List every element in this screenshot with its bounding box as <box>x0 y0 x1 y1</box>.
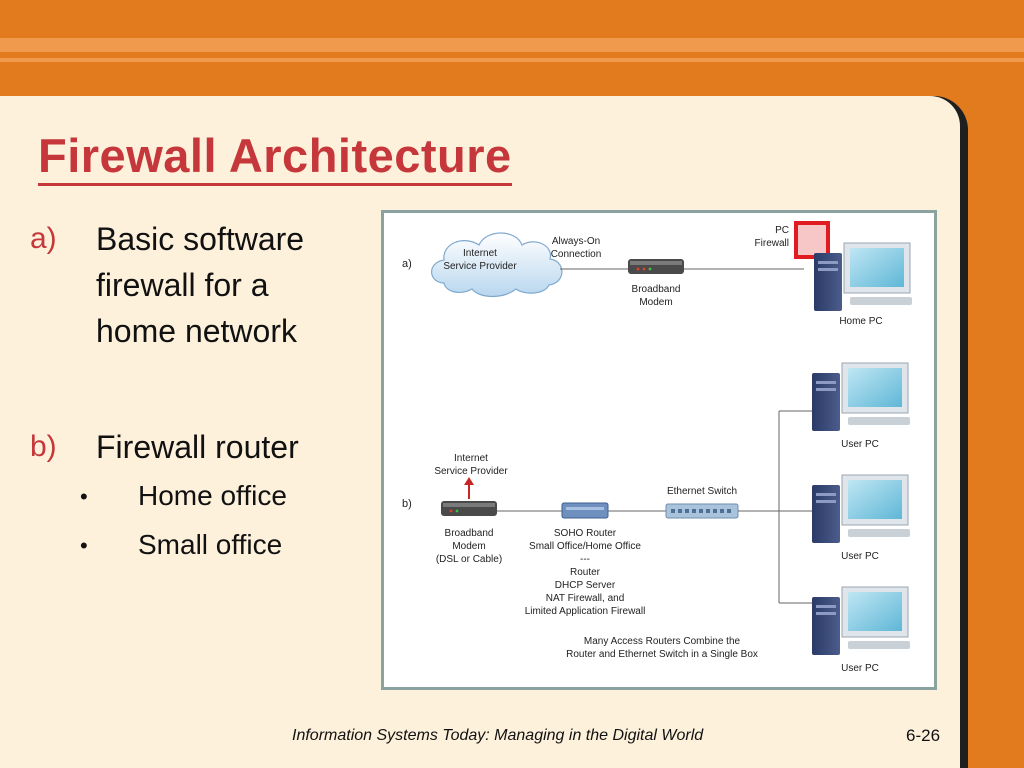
always-on-label-1: Always-On <box>552 236 600 247</box>
bullet-b-text: Firewall router <box>96 429 299 465</box>
isp-b-label-1: Internet <box>454 453 488 464</box>
page-number: 6-26 <box>906 726 941 745</box>
pc-firewall-label-1: PC <box>775 225 789 236</box>
home-pc-icon <box>814 242 912 311</box>
broadband-b-label-3: (DSL or Cable) <box>436 554 502 565</box>
broadband-b-label-2: Modem <box>452 541 485 552</box>
bullet-a-line-2: firewall for a <box>96 267 269 303</box>
pc-firewall-icon <box>794 221 830 259</box>
switch-branch-lines <box>738 410 812 604</box>
sub-bullet-home-office: Home office <box>138 480 287 511</box>
soho-label-2: Small Office/Home Office <box>529 541 641 552</box>
user-pc-1-label: User PC <box>841 439 879 450</box>
user-pc-2-icon <box>812 474 910 543</box>
user-pc-1-icon <box>812 362 910 431</box>
section-label-a: a) <box>402 258 412 270</box>
section-label-b: b) <box>402 498 412 510</box>
sub-bullet-dot-2: • <box>80 533 88 558</box>
user-pc-3-label: User PC <box>841 663 879 674</box>
user-pc-3-icon <box>812 586 910 655</box>
bullet-a-marker: a) <box>30 222 57 255</box>
ethernet-switch-label: Ethernet Switch <box>667 486 737 497</box>
network-diagram: a) b) Internet Service Provider Always-O… <box>402 221 912 674</box>
soho-label-4: Router <box>570 567 601 578</box>
soho-router-icon <box>561 502 609 519</box>
sub-bullet-small-office: Small office <box>138 529 283 560</box>
footer-text: Information Systems Today: Managing in t… <box>292 727 704 744</box>
cloud-label-line-1: Internet <box>463 248 497 259</box>
soho-label-6: NAT Firewall, and <box>546 593 625 604</box>
broadband-modem-b-icon <box>441 501 497 516</box>
sub-bullet-dot-1: • <box>80 484 88 509</box>
slide-title: Firewall Architecture <box>38 132 512 186</box>
ethernet-switch-icon <box>665 503 739 519</box>
soho-label-1: SOHO Router <box>554 528 617 539</box>
soho-label-5: DHCP Server <box>555 580 616 591</box>
broadband-a-label-2: Modem <box>639 297 672 308</box>
user-pc-2-label: User PC <box>841 551 879 562</box>
home-pc-label: Home PC <box>839 316 882 327</box>
header-stripe-light-2 <box>0 58 1024 62</box>
up-arrow-icon <box>464 477 474 499</box>
bullet-b-marker: b) <box>30 430 57 463</box>
soho-label-7: Limited Application Firewall <box>525 606 646 617</box>
header-stripe-light <box>0 38 1024 52</box>
soho-label-3: --- <box>580 554 590 565</box>
isp-cloud <box>431 232 563 298</box>
pc-firewall-label-2: Firewall <box>755 238 789 249</box>
broadband-a-label-1: Broadband <box>632 284 681 295</box>
isp-b-label-2: Service Provider <box>434 466 508 477</box>
note-line-2: Router and Ethernet Switch in a Single B… <box>566 649 758 660</box>
always-on-label-2: Connection <box>551 249 602 260</box>
note-line-1: Many Access Routers Combine the <box>584 636 741 647</box>
network-diagram-frame: a) b) Internet Service Provider Always-O… <box>381 210 937 690</box>
bullet-a-line-1: Basic software <box>96 221 305 257</box>
broadband-b-label-1: Broadband <box>445 528 494 539</box>
bullet-a-line-3: home network <box>96 313 297 349</box>
cloud-label-line-2: Service Provider <box>443 261 517 272</box>
broadband-modem-a-icon <box>628 259 684 274</box>
